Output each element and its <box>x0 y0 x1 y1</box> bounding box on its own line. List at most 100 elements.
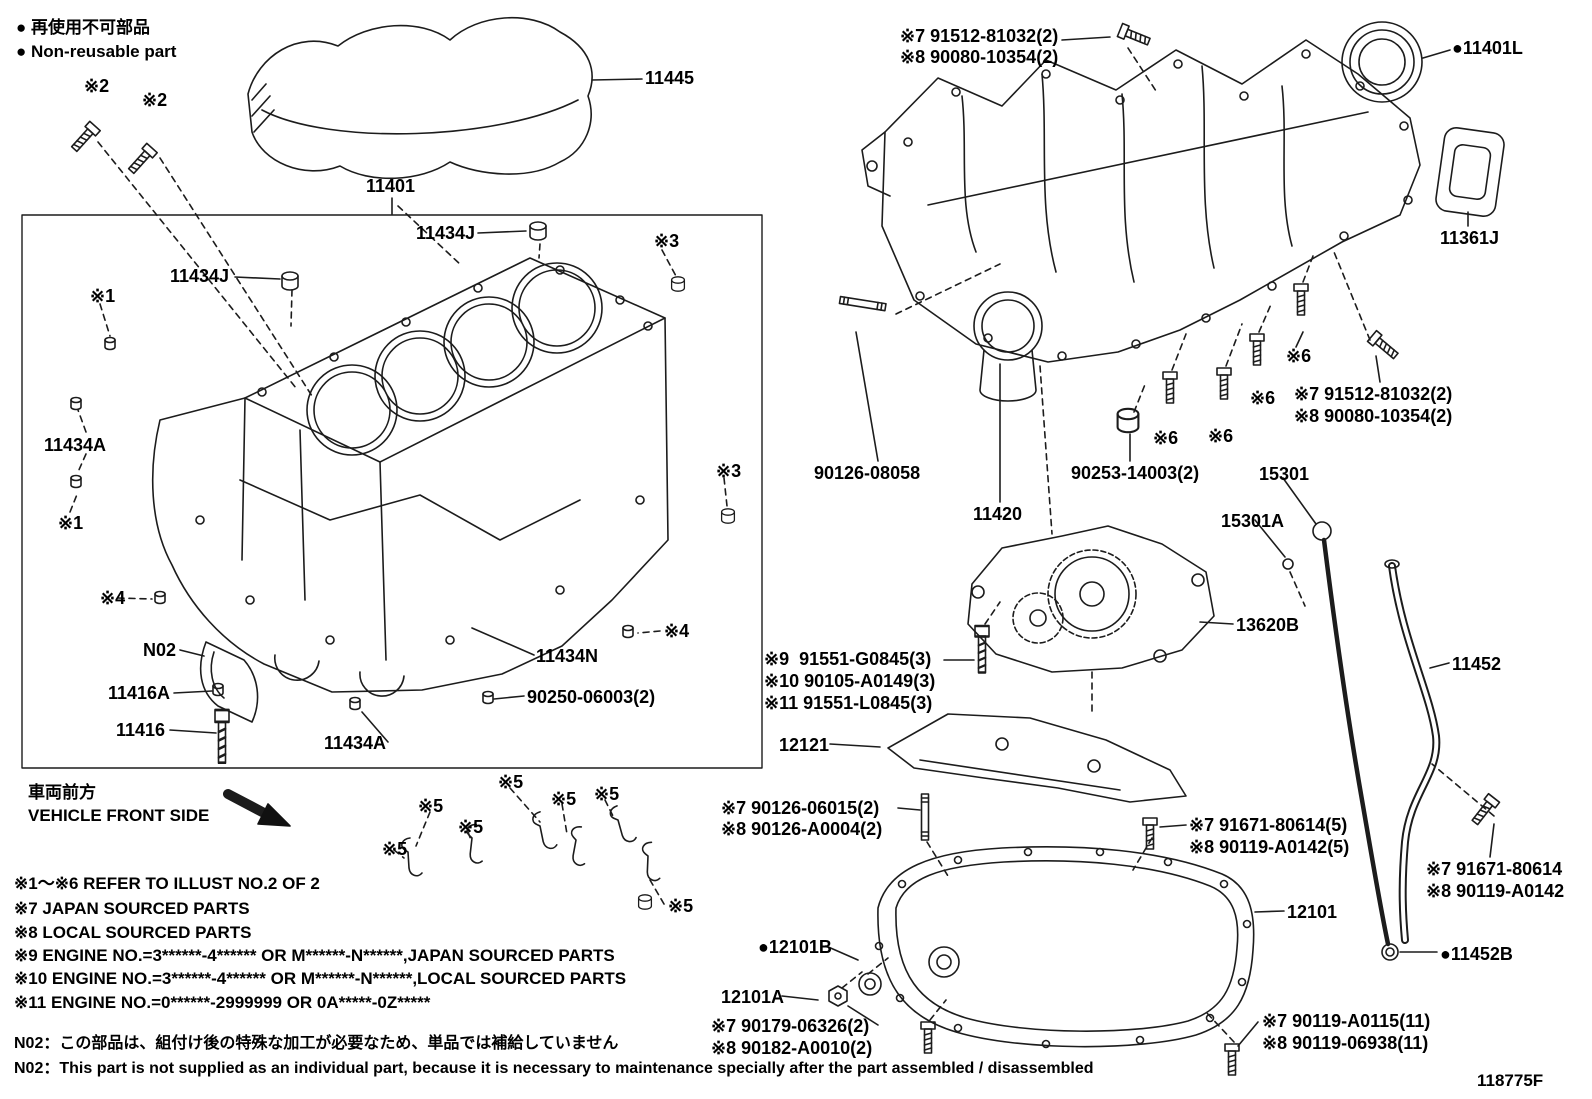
stud-icon <box>838 295 887 312</box>
bolt-icon <box>68 120 102 155</box>
ref3-b: ※3 <box>716 461 742 481</box>
ref2-a: ※2 <box>84 76 110 96</box>
part-90182-A0010: ※8 90182-A0010(2) <box>711 1038 873 1058</box>
part-11434A-a: 11434A <box>44 435 107 455</box>
part-90119-06938: ※8 90119-06938(11) <box>1262 1033 1429 1053</box>
note-n02-jp: N02：この部品は、組付け後の特殊な加工が必要なため、単品では補給していません <box>14 1035 619 1052</box>
part-11416A: 11416A <box>108 683 171 703</box>
part-15301A-drawing <box>1282 558 1294 570</box>
ref5-d: ※5 <box>594 784 620 804</box>
note-n02-en: N02：This part is not supplied as an indi… <box>14 1060 1094 1077</box>
part-90080-bot-8: ※8 90080-10354(2) <box>1294 406 1453 426</box>
pin-icon <box>70 396 82 411</box>
ref6-d: ※6 <box>1208 426 1234 446</box>
plug-icon <box>637 894 653 910</box>
part-13620B-drawing <box>967 525 1215 673</box>
part-90105-A0149: ※10 90105-A0149(3) <box>764 671 936 691</box>
hook-icon <box>563 824 594 868</box>
note-ref8: ※8 LOCAL SOURCED PARTS <box>14 923 252 942</box>
part-11361J-drawing <box>1435 126 1505 218</box>
plug-icon <box>529 221 547 241</box>
plug-icon <box>281 271 299 291</box>
ref5-f: ※5 <box>458 817 484 837</box>
part-15301-drawing <box>1312 521 1391 947</box>
ref3-a: ※3 <box>654 231 680 251</box>
part-90080-top-8: ※8 90080-10354(2) <box>900 47 1059 67</box>
part-11452: 11452 <box>1452 654 1502 674</box>
hook-icon <box>638 840 665 882</box>
part-91512-top-7: ※7 91512-81032(2) <box>900 26 1059 46</box>
plug-icon <box>1116 407 1140 434</box>
part-90119-A0142-r: ※8 90119-A0142 <box>1426 881 1565 901</box>
part-11452B: ●11452B <box>1440 944 1513 964</box>
part-91671-80614-5: ※7 91671-80614(5) <box>1189 815 1348 835</box>
pin-icon <box>154 590 166 605</box>
bolt-icon <box>1293 283 1309 316</box>
bolt-icon <box>1142 817 1158 850</box>
bolt-icon <box>1216 367 1232 400</box>
part-11420: 11420 <box>973 504 1023 524</box>
part-12101B: ●12101B <box>758 937 832 957</box>
pin-icon <box>482 690 494 705</box>
hook-icon <box>608 802 638 846</box>
ref5-b: ※5 <box>418 796 444 816</box>
front-direction-arrow-icon <box>223 789 291 827</box>
part-11361J: 11361J <box>1440 228 1500 248</box>
pin-icon <box>70 474 82 489</box>
part-15301A: 15301A <box>1221 511 1285 531</box>
ref2-b: ※2 <box>142 90 168 110</box>
part-11434J-b: 11434J <box>170 266 230 286</box>
part-11434A-b: 11434A <box>324 733 387 753</box>
part-90253-14003: 90253-14003(2) <box>1071 463 1200 483</box>
part-90126-06015: ※7 90126-06015(2) <box>721 798 880 818</box>
part-11434J-a: 11434J <box>416 223 476 243</box>
part-90119-A0142-5: ※8 90119-A0142(5) <box>1189 837 1350 857</box>
bolt-icon <box>213 708 231 765</box>
ref1-a: ※1 <box>90 286 116 306</box>
ref5-g: ※5 <box>668 896 694 916</box>
leader-lines <box>169 36 1495 1047</box>
part-91551-G0845: ※9 91551-G0845(3) <box>764 649 932 669</box>
part-11420-drawing <box>861 39 1421 402</box>
part-11452B-drawing <box>1381 943 1399 961</box>
bolt-icon <box>1162 371 1178 404</box>
doc-code: 118775F <box>1477 1071 1544 1090</box>
plug-icon <box>720 508 736 524</box>
part-11445: 11445 <box>645 68 695 88</box>
part-11401: 11401 <box>366 176 416 196</box>
bolt-icon <box>125 142 159 177</box>
pin-icon <box>349 696 361 711</box>
part-11445-drawing <box>247 16 593 180</box>
ref4-b: ※4 <box>664 621 690 641</box>
part-90119-A0115: ※7 90119-A0115(11) <box>1262 1011 1431 1031</box>
ref6-c: ※6 <box>1153 428 1179 448</box>
ref6-b: ※6 <box>1250 388 1276 408</box>
pin-icon <box>622 624 634 639</box>
block-boundary-box <box>21 214 763 769</box>
bolt-icon <box>1366 329 1402 363</box>
part-12101: 12101 <box>1287 902 1338 922</box>
part-15301: 15301 <box>1259 464 1310 484</box>
legend-en: ● Non-reusable part <box>16 42 177 61</box>
ref5-c: ※5 <box>551 789 577 809</box>
note-ref11: ※11 ENGINE NO.=0******-2999999 OR 0A****… <box>14 993 431 1012</box>
part-11452-drawing <box>1384 559 1441 944</box>
part-11434N: 11434N <box>536 646 599 666</box>
part-90250-06003: 90250-06003(2) <box>527 687 656 707</box>
pin-icon <box>104 336 116 351</box>
bolt-icon <box>1249 333 1265 366</box>
part-13620B: 13620B <box>1236 615 1300 635</box>
note-ref7: ※7 JAPAN SOURCED PARTS <box>14 899 250 918</box>
part-12101A-drawing <box>828 972 882 1007</box>
front-jp: 車両前方 <box>28 783 96 802</box>
plug-icon <box>670 276 686 292</box>
part-91551-L0845: ※11 91551-L0845(3) <box>764 693 933 713</box>
ref5-e: ※5 <box>382 839 408 859</box>
part-12101-drawing <box>874 846 1255 1049</box>
note-ref10: ※10 ENGINE NO.=3******-4****** OR M*****… <box>14 969 627 988</box>
part-12121: 12121 <box>779 735 830 755</box>
ref6-a: ※6 <box>1286 346 1312 366</box>
part-90126-A0004: ※8 90126-A0004(2) <box>721 819 883 839</box>
